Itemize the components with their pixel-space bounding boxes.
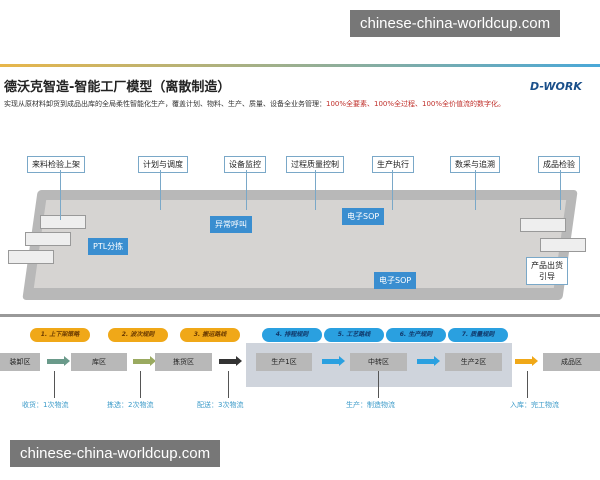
label-esop-1: 电子SOP bbox=[342, 208, 385, 225]
label-production-execution: 生产执行 bbox=[372, 156, 414, 173]
dwork-logo: D-WORK bbox=[530, 80, 582, 93]
subtitle-highlight: 100%全要素、100%全过程、100%全价值流的数字化。 bbox=[326, 100, 506, 108]
truck-icon bbox=[520, 218, 566, 232]
pill-production-rule: 6. 生产规则 bbox=[386, 328, 446, 342]
label-incoming-inspection: 来料检验上架 bbox=[27, 156, 85, 173]
arrow-icon bbox=[133, 356, 156, 366]
pill-shelving-strategy: 1. 上下架策略 bbox=[30, 328, 90, 342]
label-ptl-sorting: PTL分拣 bbox=[88, 238, 129, 255]
arrow-icon bbox=[219, 356, 242, 366]
zone-transfer: 中转区 bbox=[350, 353, 407, 371]
label-final-inspection: 成品检验 bbox=[538, 156, 580, 173]
zone-loading: 装卸区 bbox=[0, 353, 40, 371]
zone-production-2: 生产2区 bbox=[445, 353, 502, 371]
zone-production-1: 生产1区 bbox=[256, 353, 312, 371]
arrow-icon bbox=[515, 356, 538, 366]
pointer-line bbox=[246, 170, 247, 210]
pointer-line bbox=[560, 170, 561, 210]
pointer-line bbox=[475, 170, 476, 210]
note-warehousing: 入库：完工物流 bbox=[510, 401, 559, 409]
arrow-icon bbox=[47, 356, 70, 366]
pointer-line bbox=[140, 371, 141, 398]
label-exception-call: 异常呼叫 bbox=[210, 216, 252, 233]
truck-icon bbox=[8, 250, 54, 264]
pill-wave-rule: 2. 波次规则 bbox=[108, 328, 168, 342]
arrow-icon bbox=[417, 356, 440, 366]
pill-transport-route: 3. 搬运路线 bbox=[180, 328, 240, 342]
truck-icon bbox=[40, 215, 86, 229]
page-title: 德沃克智造-智能工厂模型（离散制造） bbox=[4, 80, 231, 95]
note-receiving: 收货：1次物流 bbox=[22, 401, 69, 409]
label-planning: 计划与调度 bbox=[138, 156, 188, 173]
watermark: chinese-china-worldcup.com bbox=[10, 440, 221, 467]
zone-finished-goods: 成品区 bbox=[543, 353, 600, 371]
pill-scheduling-rule: 4. 排程规则 bbox=[262, 328, 322, 342]
pointer-line bbox=[315, 170, 316, 210]
pointer-line bbox=[160, 170, 161, 210]
zone-storage: 库区 bbox=[71, 353, 127, 371]
header-divider bbox=[0, 64, 600, 67]
divider bbox=[0, 314, 600, 317]
note-production: 生产：制造物流 bbox=[346, 401, 395, 409]
zone-picking: 拣货区 bbox=[155, 353, 212, 371]
pointer-line bbox=[527, 371, 528, 398]
pointer-line bbox=[228, 371, 229, 398]
pointer-line bbox=[392, 170, 393, 210]
watermark: chinese-china-worldcup.com bbox=[350, 10, 561, 37]
label-esop-2: 电子SOP bbox=[374, 272, 417, 289]
label-equipment-monitoring: 设备监控 bbox=[224, 156, 266, 173]
pointer-line bbox=[378, 371, 379, 398]
truck-icon bbox=[540, 238, 586, 252]
arrow-icon bbox=[322, 356, 345, 366]
pointer-line bbox=[54, 371, 55, 398]
note-picking: 拣选：2次物流 bbox=[107, 401, 154, 409]
subtitle-text: 实现从原材料卸货到成品出库的全局柔性智能化生产，覆盖计划、物料、生产、质量、设备… bbox=[4, 100, 326, 108]
pill-quality-rule: 7. 质量规则 bbox=[448, 328, 508, 342]
label-shipping-guide: 产品出货引导 bbox=[526, 257, 568, 285]
note-distribution: 配送：3次物流 bbox=[197, 401, 244, 409]
pill-process-route: 5. 工艺路线 bbox=[324, 328, 384, 342]
subtitle: 实现从原材料卸货到成品出库的全局柔性智能化生产，覆盖计划、物料、生产、质量、设备… bbox=[4, 99, 505, 109]
truck-icon bbox=[25, 232, 71, 246]
pointer-line bbox=[60, 170, 61, 220]
